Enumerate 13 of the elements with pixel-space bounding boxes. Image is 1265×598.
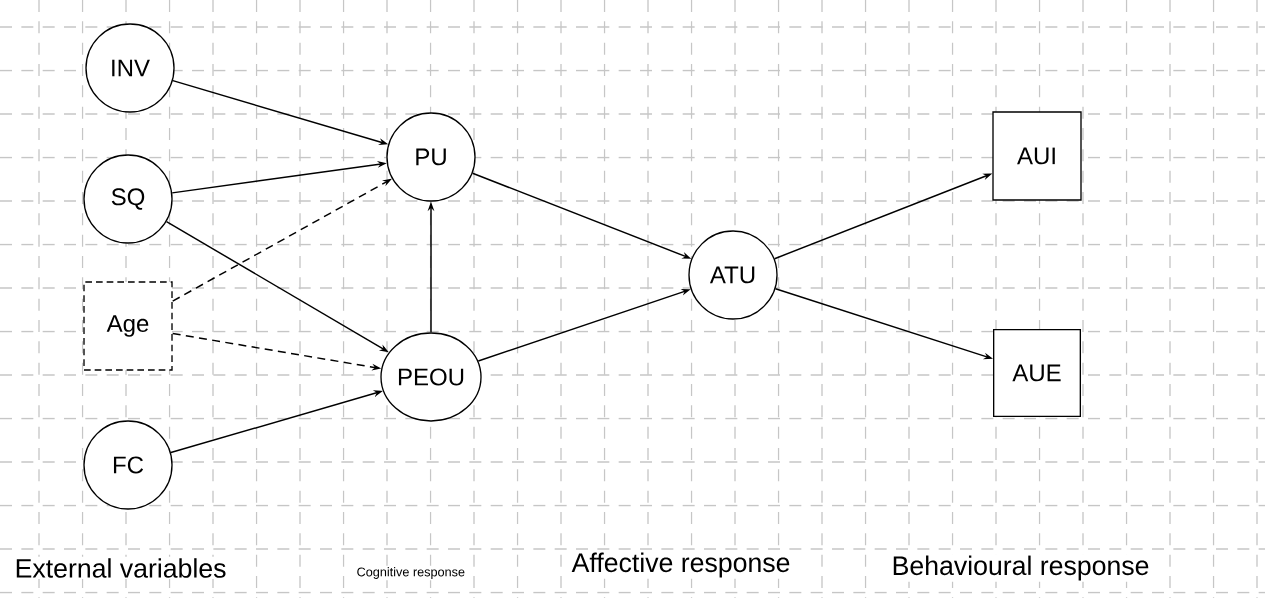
circle-node: FC	[83, 420, 173, 510]
circle-node: SQ	[83, 154, 173, 244]
circle-node: INV	[85, 23, 175, 113]
ellipse-node: PEOU	[380, 332, 482, 422]
box-node: AUI	[992, 111, 1082, 201]
box-node: AUE	[993, 329, 1081, 417]
dashed-box: Age	[83, 281, 173, 371]
circle-node: PU	[386, 112, 476, 202]
column-heading: Behavioural response	[890, 554, 1151, 582]
circle-node: ATU	[688, 230, 778, 320]
column-heading: Cognitive response	[355, 565, 467, 581]
column-heading: External variables	[13, 556, 228, 580]
column-heading: Affective response	[570, 551, 792, 579]
